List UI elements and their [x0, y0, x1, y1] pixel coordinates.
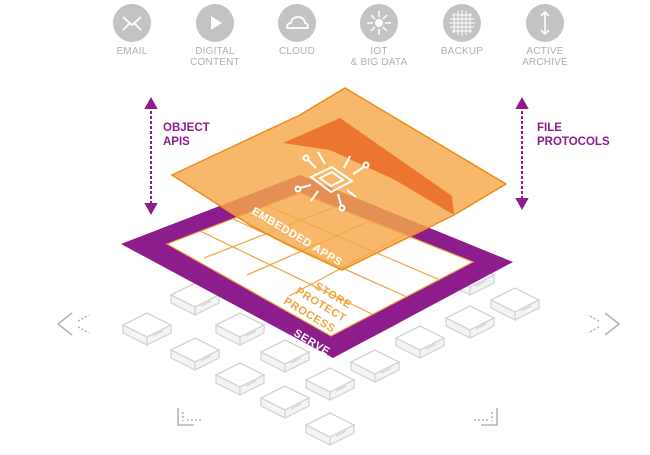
digital-content-label: DIGITAL CONTENT [190, 46, 240, 68]
server-node-slot [290, 357, 302, 364]
server-node-face [329, 423, 355, 447]
iot-item: IOT & BIG DATA [334, 4, 424, 68]
server-node-face [329, 378, 355, 402]
file-protocols-label: FILE PROTOCOLS [537, 122, 610, 148]
chip-icon [294, 151, 370, 212]
email-label: EMAIL [116, 46, 148, 57]
server-node-slot [152, 330, 164, 337]
server-node-slot [335, 385, 347, 392]
embedded-apps-layer [170, 87, 508, 271]
server-node-slot [200, 355, 212, 362]
server-node-face [194, 293, 220, 317]
email-icon [113, 4, 151, 42]
cloud-item: CLOUD [252, 4, 342, 57]
server-node-slot [290, 403, 302, 410]
server-node-slot [245, 330, 257, 337]
server-node-face [239, 373, 265, 397]
iot-icon [360, 4, 398, 42]
play-icon [196, 4, 234, 42]
archive-icon [526, 4, 564, 42]
active-archive-label: ACTIVE ARCHIVE [522, 46, 568, 68]
left-chevron-icon [56, 312, 90, 336]
active-archive-item: ACTIVE ARCHIVE [500, 4, 590, 68]
server-node-slot [475, 323, 487, 330]
server-node-slot [475, 280, 487, 287]
server-node-slot [245, 380, 257, 387]
server-node-face [146, 323, 172, 347]
server-node-slot [425, 343, 437, 350]
right-corner-icon [472, 408, 498, 426]
server-node-slot [520, 305, 532, 312]
server-node-face [284, 396, 310, 420]
cloud-label: CLOUD [278, 46, 315, 57]
server-node-slot [380, 367, 392, 374]
iot-label: IOT & BIG DATA [350, 46, 408, 68]
server-node-face [374, 360, 400, 384]
digital-content-item: DIGITAL CONTENT [170, 4, 260, 68]
server-node-face [284, 350, 310, 374]
object-apis-arrow [144, 96, 158, 216]
server-node-face [469, 316, 495, 340]
server-node-slot [200, 300, 212, 307]
server-node-face [194, 348, 220, 372]
cloud-icon [278, 4, 316, 42]
server-node-face [239, 323, 265, 347]
server-node-face [419, 336, 445, 360]
file-protocols-arrow [515, 96, 529, 211]
object-apis-label: OBJECT APIS [163, 122, 210, 148]
right-chevron-icon [587, 312, 621, 336]
server-node-face [514, 298, 540, 322]
server-node-slot [335, 430, 347, 437]
server-node-face [469, 273, 495, 297]
email-item: EMAIL [87, 4, 177, 57]
backup-label: BACKUP [440, 46, 484, 57]
left-corner-icon [177, 408, 203, 426]
backup-icon [443, 4, 481, 42]
backup-item: BACKUP [417, 4, 507, 57]
serve-frame-inner [167, 193, 473, 336]
